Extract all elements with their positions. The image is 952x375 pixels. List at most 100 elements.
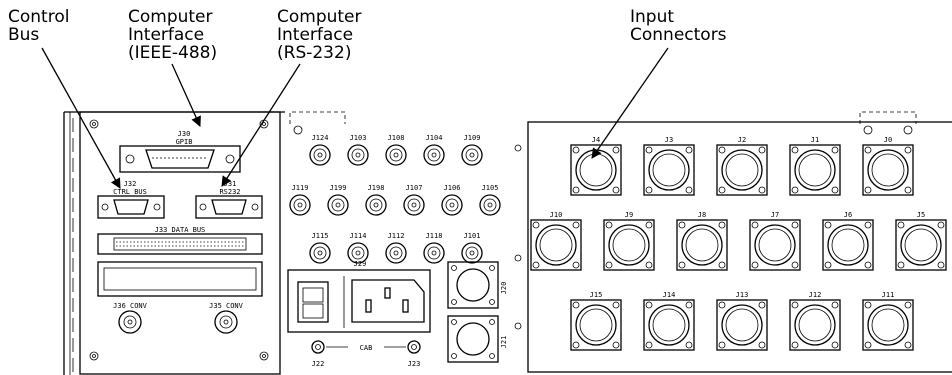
callout-rs232: Computer Interface (RS-232) — [277, 7, 362, 63]
cab-label: CAB — [360, 344, 373, 352]
j20-label: J20 — [500, 282, 508, 295]
bnc-label: J112 — [388, 232, 405, 240]
input-connector-label: J15 — [590, 291, 603, 299]
input-connector: J13 — [716, 291, 768, 351]
bnc-connector: J198 — [365, 184, 387, 216]
callout-rs232-line1: Computer — [277, 7, 362, 27]
bnc-connector: J119 — [289, 184, 311, 216]
square-connector-j20: J20 — [447, 261, 508, 309]
callout-control-bus-line2: Bus — [8, 25, 39, 45]
bnc-connector: J107 — [403, 184, 425, 216]
bnc-connector: J106 — [441, 184, 463, 216]
ctrl-label-j: J32 — [124, 180, 137, 188]
power-entry-module: J29 — [287, 260, 431, 333]
bnc-label: J118 — [426, 232, 443, 240]
j21-label: J21 — [500, 336, 508, 349]
bnc-connector: J109 — [461, 134, 483, 166]
input-connector-label: J10 — [550, 211, 563, 219]
input-connector-label: J11 — [882, 291, 895, 299]
chassis-rail — [63, 111, 285, 375]
bnc-connector: J199 — [327, 184, 349, 216]
expansion-slot — [97, 261, 263, 297]
input-connector-label: J12 — [809, 291, 822, 299]
conv-connectors: J36 CONV J35 CONV — [113, 302, 244, 334]
rs232-label-j: J31 — [224, 180, 237, 188]
bnc-connector: J112 — [385, 232, 407, 264]
bnc-bracket — [289, 111, 346, 124]
input-connector: J14 — [643, 291, 695, 351]
bnc-label: J103 — [350, 134, 367, 142]
input-connector-label: J3 — [665, 136, 673, 144]
callout-control-bus-line1: Control — [8, 7, 69, 27]
input-connector: J1 — [789, 136, 841, 196]
bnc-connector: J114 — [347, 232, 369, 264]
callout-ieee-line1: Computer — [128, 7, 213, 27]
input-connector-label: J1 — [811, 136, 819, 144]
bnc-label: J104 — [426, 134, 443, 142]
panel-screws — [89, 119, 269, 361]
input-connector-label: J14 — [663, 291, 676, 299]
ctrl-bus-connector: J32 CTRL BUS — [97, 180, 165, 219]
bnc-label: J107 — [406, 184, 423, 192]
input-connector: J7 — [749, 211, 801, 271]
input-connector: J8 — [676, 211, 728, 271]
rs232-label: RS232 — [219, 188, 240, 196]
bnc-connector: J108 — [385, 134, 407, 166]
bnc-connector: J101 — [461, 232, 483, 264]
data-bus-connector: J33 DATA BUS — [97, 226, 263, 255]
cab-connectors: CAB J22 J23 — [311, 340, 421, 368]
data-bus-label: J33 DATA BUS — [155, 226, 206, 234]
bnc-label: J105 — [482, 184, 499, 192]
arrow-rs232 — [221, 63, 301, 187]
square-connector-j21: J21 — [447, 315, 508, 363]
rs232-connector: J31 RS232 — [195, 180, 263, 219]
panel-hole — [514, 144, 522, 152]
arrow-input-connectors — [591, 47, 669, 159]
bnc-connector: J105 — [479, 184, 501, 216]
bnc-label: J115 — [312, 232, 329, 240]
callout-ieee: Computer Interface (IEEE-488) — [128, 7, 217, 63]
panel-hole — [514, 322, 522, 330]
bnc-label: J198 — [368, 184, 385, 192]
bnc-label: J108 — [388, 134, 405, 142]
conv-left-label: J36 CONV — [113, 302, 148, 310]
power-label: J29 — [354, 260, 367, 268]
input-connector: J3 — [643, 136, 695, 196]
gpib-label-j: J30 — [178, 130, 191, 138]
bnc-connector: J104 — [423, 134, 445, 166]
input-connector-label: J2 — [738, 136, 746, 144]
bnc-label: J101 — [464, 232, 481, 240]
input-connector: J2 — [716, 136, 768, 196]
conv-right-label: J35 CONV — [209, 302, 244, 310]
bnc-connector: J103 — [347, 134, 369, 166]
gpib-label: GPIB — [176, 138, 193, 146]
bnc-label: J124 — [312, 134, 329, 142]
cab-right-label: J23 — [408, 360, 421, 368]
arrow-control-bus — [41, 47, 121, 189]
panel-hole — [514, 254, 522, 262]
input-connector: J12 — [789, 291, 841, 351]
callout-ieee-line2: Interface — [128, 25, 204, 45]
bnc-screw — [293, 125, 303, 135]
interface-panel: J30 GPIB J32 CTRL BUS J31 RS232 J33 DATA… — [79, 111, 281, 375]
bnc-label: J119 — [292, 184, 309, 192]
callout-input-line1: Input — [630, 7, 674, 27]
bnc-connector: J124 — [309, 134, 331, 166]
input-connector: J4 — [570, 136, 622, 196]
input-connector: J5 — [895, 211, 947, 271]
input-connector-label: J13 — [736, 291, 749, 299]
bnc-label: J106 — [444, 184, 461, 192]
cab-left-label: J22 — [312, 360, 325, 368]
input-connector: J15 — [570, 291, 622, 351]
input-connector-label: J4 — [592, 136, 600, 144]
bnc-connector: J118 — [423, 232, 445, 264]
callout-ieee-line3: (IEEE-488) — [128, 43, 217, 63]
bnc-connector: J115 — [309, 232, 331, 264]
ctrl-label: CTRL BUS — [113, 188, 147, 196]
callout-control-bus: Control Bus — [8, 7, 69, 45]
input-connector-label: J7 — [771, 211, 779, 219]
input-connector-label: J0 — [884, 136, 892, 144]
